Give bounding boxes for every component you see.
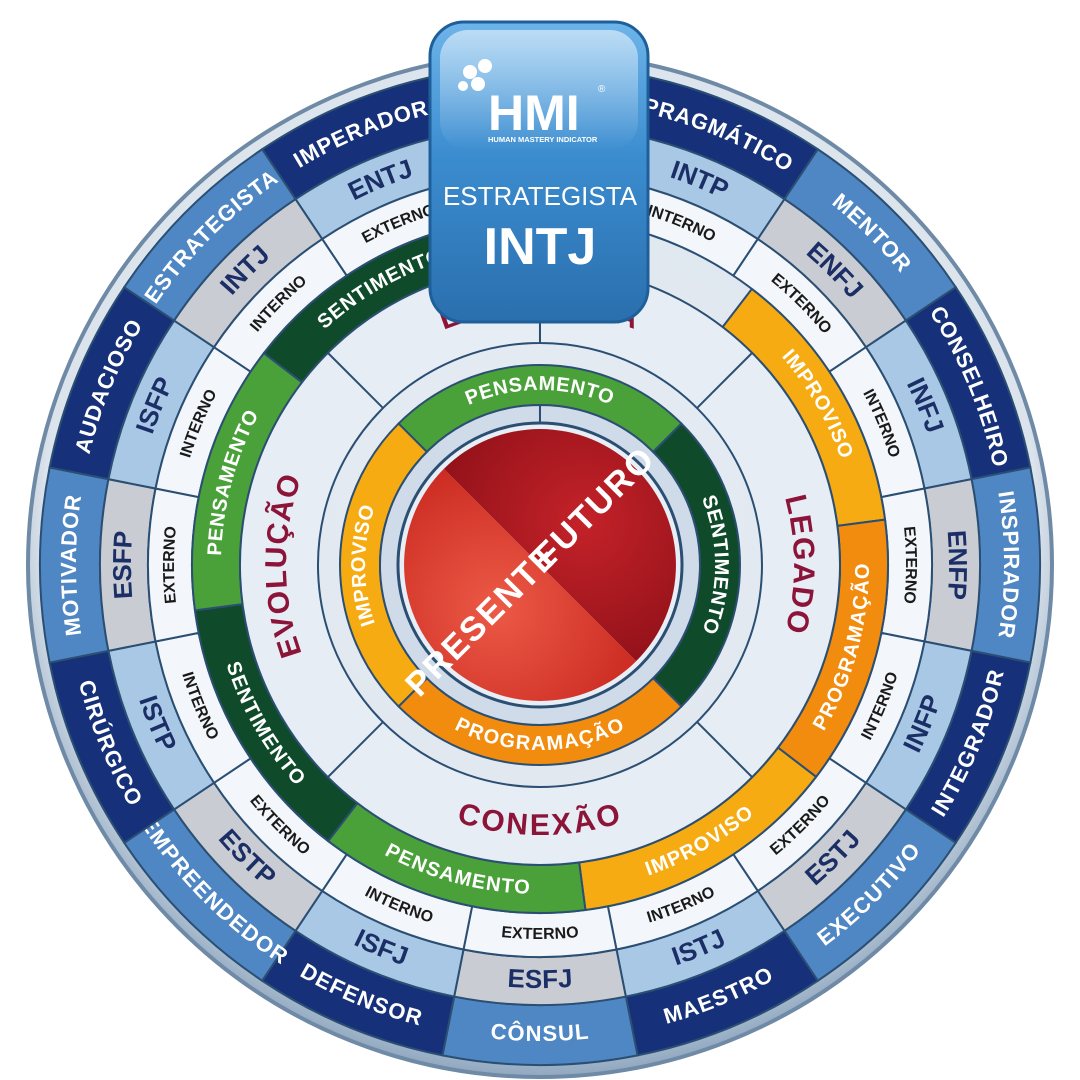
core-lower-half (404, 468, 637, 701)
middle-ring-divider (327, 352, 384, 409)
brand-subtitle: HUMAN MASTERY INDICATOR (488, 135, 598, 144)
middle-ring-divider (696, 721, 753, 778)
sector-io-label: EXTERNO (501, 924, 580, 943)
sector-empreendedor[interactable]: EMPREENDEDORESTPEXTERNO (122, 756, 349, 983)
type-code-label: INTJ (484, 218, 597, 276)
middle-ring-divider (696, 352, 753, 409)
registered-mark: ® (598, 84, 606, 95)
sector-consul[interactable]: CÔNSUL ESFJ EXTERNO (441, 905, 639, 1066)
hmi-logo-icon (458, 59, 492, 91)
archetype-label: ESTRATEGISTA (443, 181, 638, 211)
core-upper-half (443, 429, 676, 662)
sector-code-label: ENFP (942, 529, 973, 600)
brand-name: HMI (488, 85, 580, 141)
sector-imperador[interactable]: IMPERADORENTJEXTERNO (260, 73, 474, 278)
sector-motivador[interactable]: MOTIVADOR ESFP EXTERNO (39, 466, 200, 664)
inner-segment[interactable]: SENTIMENTO (651, 422, 741, 708)
type-badge[interactable]: HMI ® HUMAN MASTERY INDICATOR ESTRATEGIS… (428, 20, 650, 324)
sector-io-label: EXTERNO (900, 526, 919, 605)
sector-code-label: ESFJ (507, 963, 574, 994)
sector-title-label: CÔNSUL (490, 1018, 591, 1046)
sector-code-label: ESFP (107, 530, 138, 600)
sector-io-label: EXTERNO (161, 526, 180, 605)
middle-ring-divider (327, 721, 384, 778)
inner-segment[interactable]: IMPROVISO (339, 422, 429, 708)
outer-sectors: IMPERADORENTJEXTERNOINOVADORENTPEXTERNOP… (39, 64, 1041, 1066)
sector-title-label: MOTIVADOR (56, 492, 86, 637)
